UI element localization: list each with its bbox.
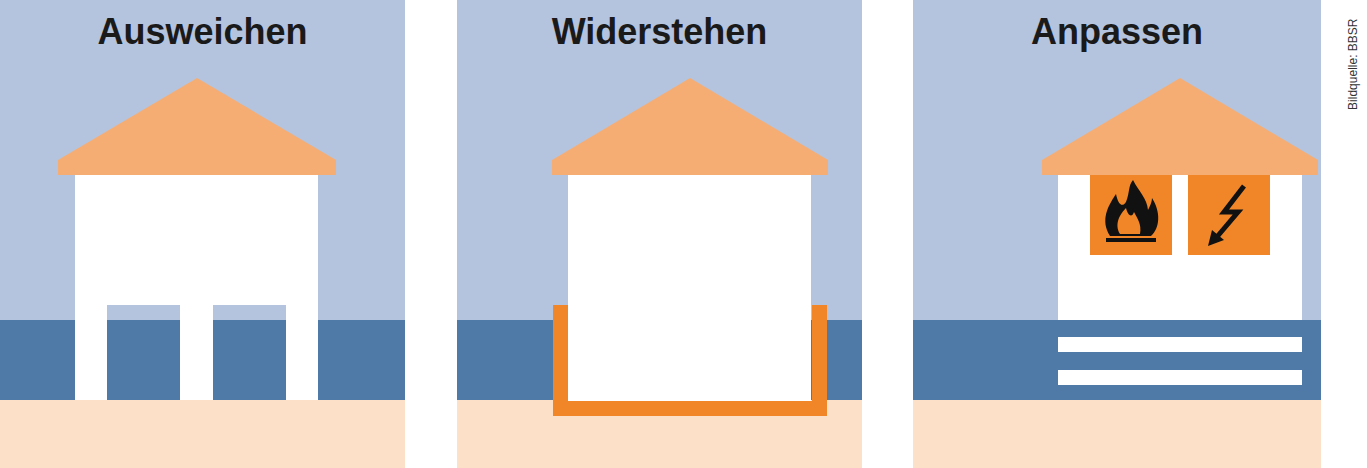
sky: [913, 0, 1321, 320]
ground: [0, 400, 405, 468]
stilt: [286, 300, 318, 400]
panel-heading: Anpassen: [913, 0, 1321, 53]
sky: [0, 0, 405, 320]
house-body: [75, 175, 318, 305]
flood-barrier: [553, 305, 827, 416]
floor-stripe: [1058, 370, 1302, 385]
roof: [1042, 78, 1318, 175]
panel-ausweichen: [0, 0, 405, 468]
fire-symbol-core: [1118, 208, 1141, 234]
lightning-arrowhead: [1208, 230, 1224, 246]
fire-symbol-base: [1106, 238, 1156, 242]
panel: Ausweichen: [0, 0, 405, 468]
panel-heading: Ausweichen: [0, 0, 405, 53]
panel-widerstehen: [457, 0, 862, 468]
panel-anpassen: [913, 0, 1321, 468]
fire-symbol: [1105, 180, 1158, 236]
ground: [913, 400, 1321, 468]
roof: [552, 78, 828, 175]
house-body: [1058, 175, 1302, 320]
flooded-floor: [1042, 320, 1318, 400]
image-credit: Bildquelle: BBSR: [1345, 19, 1359, 110]
house-body: [568, 175, 811, 405]
lightning-symbol: [1216, 186, 1244, 238]
power-icon-box: [1188, 175, 1270, 255]
panel: Widerstehen: [457, 0, 862, 468]
panel: Anpassen: [913, 0, 1321, 468]
stilt: [180, 300, 213, 400]
water: [913, 320, 1321, 400]
fire-icon-box: [1090, 175, 1172, 255]
panel-heading: Widerstehen: [457, 0, 862, 53]
roof: [58, 78, 336, 175]
stilt: [75, 300, 107, 400]
floor-stripe: [1058, 337, 1302, 352]
